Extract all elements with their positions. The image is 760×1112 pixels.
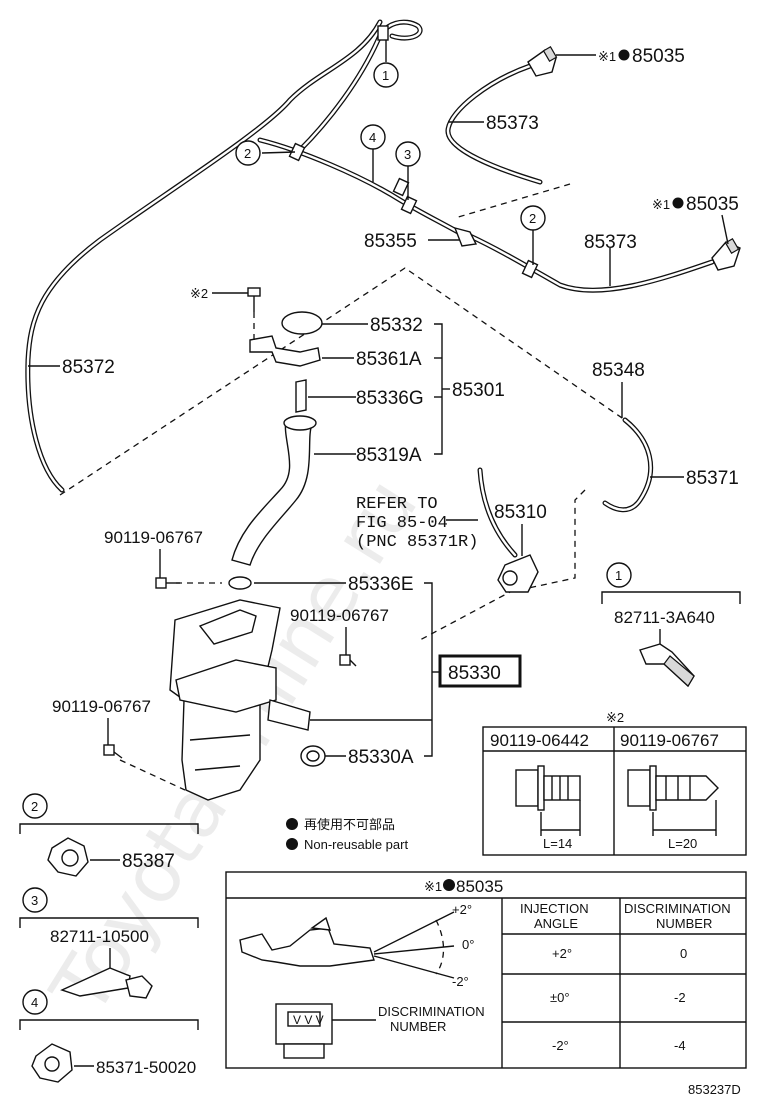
pnc-85361A: 85361A — [356, 349, 422, 370]
pnc-85330: 85330 — [448, 663, 501, 684]
filler-neck-85319A — [231, 419, 313, 566]
callout-2-right: 2 — [520, 205, 546, 265]
cap-85332 — [281, 311, 323, 335]
pnc-clip-85371-50020: 85371-50020 — [96, 1058, 196, 1077]
row2-num: -2 — [674, 990, 686, 1005]
bolt-table: ※2 90119-06442 90119-06767 L=14 L=20 — [482, 710, 747, 856]
bolt-table-header-1: 90119-06442 — [490, 731, 589, 750]
clip-group-1: 1 82711-3A640 — [601, 562, 741, 688]
pnc-85372: 85372 — [62, 357, 115, 378]
pnc-85336G: 85336G — [356, 388, 424, 409]
nozzle-85035-lower — [711, 237, 741, 271]
nozzle-85035-upper — [527, 45, 558, 77]
legend-en: Non-reusable part — [304, 837, 408, 852]
pnc-clip-82711-3A640: 82711-3A640 — [614, 608, 715, 627]
pnc-bolt-upper: 90119-06767 — [104, 528, 203, 547]
legend: 再使用不可部品 Non-reusable part — [286, 817, 408, 852]
callout-2-left: 2 — [235, 140, 296, 166]
bolt-table-header-2: 90119-06767 — [620, 731, 719, 750]
refer-line-1: REFER TO — [356, 495, 438, 514]
bracket-85361A — [249, 335, 321, 367]
pnc-85330-box — [438, 654, 522, 688]
pnc-85301: 85301 — [452, 380, 505, 401]
row2-angle: ±0° — [550, 990, 570, 1005]
angle-label-0: 0° — [462, 937, 474, 952]
clip-group-4: 4 85371-50020 — [19, 989, 199, 1083]
pnc-85348: 85348 — [592, 360, 645, 381]
pnc-85310: 85310 — [494, 502, 547, 523]
callout-3-top: 3 — [395, 141, 421, 200]
pnc-85332: 85332 — [370, 315, 423, 336]
disc-label-1: DISCRIMINATION — [378, 1004, 485, 1019]
pnc-85319A: 85319A — [356, 445, 422, 466]
col1-line2: ANGLE — [534, 916, 578, 931]
ref-mark-bolt: ※2 — [190, 286, 208, 301]
bolt-tank-lower — [103, 744, 123, 759]
angle-label-plus2: +2° — [452, 902, 472, 917]
row1-num: 0 — [680, 946, 687, 961]
pnc-85371: 85371 — [686, 468, 739, 489]
pnc-85355: 85355 — [364, 231, 417, 252]
clip-group-2: 2 85387 — [19, 793, 199, 877]
nozzle-table: ※1 85035 INJECTION ANGLE DISCRIMINATION … — [225, 871, 747, 1069]
refer-line-3: (PNC 85371R) — [356, 533, 478, 552]
row3-angle: -2° — [552, 1038, 569, 1053]
svg-text:V V V: V V V — [293, 1013, 324, 1027]
clip-group-3: 3 82711-10500 — [19, 887, 199, 999]
pnc-clip-82711-10500: 82711-10500 — [50, 927, 149, 946]
pnc-bolt-lower: 90119-06767 — [52, 697, 151, 716]
refer-line-2: FIG 85-04 — [356, 514, 448, 533]
pump-85310 — [497, 554, 539, 593]
callout-1-top: 1 — [373, 40, 399, 88]
nozzle-table-mark: ※1 — [424, 879, 442, 894]
svg-text:2: 2 — [529, 211, 536, 226]
pnc-85373-lower: 85373 — [584, 232, 637, 253]
svg-text:2: 2 — [244, 146, 251, 161]
svg-text:3: 3 — [404, 147, 411, 162]
col1-line1: INJECTION — [520, 901, 589, 916]
svg-text:4: 4 — [369, 130, 376, 145]
row1-angle: +2° — [552, 946, 572, 961]
pnc-85035-upper: 85035 — [632, 46, 685, 67]
hose-to-85355 — [257, 137, 461, 235]
joint-85355 — [453, 226, 478, 247]
pnc-85387: 85387 — [122, 851, 175, 872]
svg-text:3: 3 — [31, 893, 38, 908]
svg-text:1: 1 — [615, 568, 622, 583]
svg-text:1: 1 — [382, 68, 389, 83]
tank-85330 — [169, 599, 311, 801]
bolt-length-2: L=20 — [668, 836, 697, 851]
grommet-85336E — [228, 576, 252, 590]
nozzle-table-pnc: 85035 — [456, 877, 503, 896]
hose-85371 — [602, 417, 654, 513]
callout-4-top: 4 — [360, 124, 386, 182]
disc-label-2: NUMBER — [390, 1019, 446, 1034]
svg-text:2: 2 — [31, 799, 38, 814]
ref-mark-lower: ※1 — [652, 197, 670, 212]
ref-mark-upper: ※1 — [598, 49, 616, 64]
pnc-85035-lower: 85035 — [686, 194, 739, 215]
legend-jp: 再使用不可部品 — [304, 817, 395, 832]
pnc-85373-upper: 85373 — [486, 113, 539, 134]
bolt-tank-mid — [339, 654, 357, 667]
bolt-length-1: L=14 — [543, 836, 572, 851]
col2-line2: NUMBER — [656, 916, 712, 931]
pnc-85330A: 85330A — [348, 747, 414, 768]
strainer-85336G — [295, 379, 307, 413]
svg-text:4: 4 — [31, 995, 38, 1010]
angle-label-minus2: -2° — [452, 974, 469, 989]
row3-num: -4 — [674, 1038, 686, 1053]
pnc-bolt-mid: 90119-06767 — [290, 606, 389, 625]
pnc-85336E: 85336E — [348, 574, 414, 595]
bolt-star2 — [247, 287, 261, 340]
col2-line1: DISCRIMINATION — [624, 901, 731, 916]
bolt-table-mark: ※2 — [606, 710, 624, 725]
figure-id: 853237D — [688, 1082, 741, 1097]
